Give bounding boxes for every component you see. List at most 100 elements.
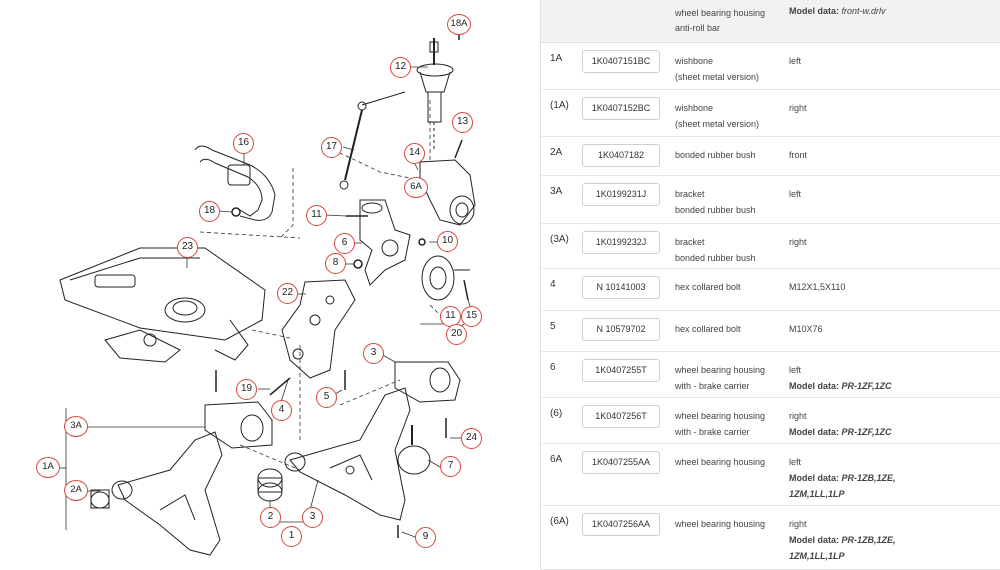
callout-15[interactable]: 15: [461, 306, 482, 327]
model-data-value: PR-1ZB,1ZE,: [841, 535, 896, 545]
table-row[interactable]: 4 N 10141003 hex collared bolt M12X1,5X1…: [541, 269, 1000, 311]
callout-20[interactable]: 20: [446, 324, 467, 345]
callout-5[interactable]: 5: [316, 387, 337, 408]
part-number-button[interactable]: 1K0407152BC: [582, 97, 660, 120]
leader-lines: [60, 66, 473, 538]
table-row[interactable]: 1A 1K0407151BC wishbone (sheet metal ver…: [541, 43, 1000, 90]
desc-line: with - brake carrier: [675, 381, 750, 391]
part-description: bracket bonded rubber bush: [675, 186, 785, 218]
bracket-22-drawing: [281, 279, 356, 379]
note-line: left: [789, 457, 802, 467]
part-number-button[interactable]: 1K0407255T: [582, 359, 660, 382]
position-number: 4: [550, 279, 556, 290]
callout-22[interactable]: 22: [277, 283, 298, 304]
desc-line: wheel bearing housing: [675, 411, 766, 421]
callout-12[interactable]: 12: [390, 57, 411, 78]
table-row[interactable]: (6A) 1K0407256AA wheel bearing housing r…: [541, 506, 1000, 570]
part-number-button[interactable]: 1K0407255AA: [582, 451, 660, 474]
table-row[interactable]: 5 N 10579702 hex collared bolt M10X76: [541, 311, 1000, 352]
callout-9[interactable]: 9: [415, 527, 436, 548]
part-description: wheel bearing housing with - brake carri…: [675, 362, 785, 394]
part-note: left: [789, 186, 994, 202]
bolt-drawings: [215, 28, 469, 538]
callout-2A[interactable]: 2A: [64, 480, 88, 501]
coupling-rod-drawing: [339, 91, 406, 190]
part-note: front: [789, 147, 994, 163]
table-row[interactable]: (1A) 1K0407152BC wishbone (sheet metal v…: [541, 90, 1000, 137]
callout-7[interactable]: 7: [440, 456, 461, 477]
callout-3-upper[interactable]: 3: [363, 343, 384, 364]
table-row[interactable]: 2A 1K0407182 bonded rubber bush front: [541, 137, 1000, 176]
bracket-3a-drawing: [204, 401, 273, 449]
callout-11-upper[interactable]: 11: [306, 205, 327, 226]
callout-19[interactable]: 19: [236, 379, 257, 400]
callout-6[interactable]: 6: [334, 233, 355, 254]
table-row[interactable]: 6 1K0407255T wheel bearing housing with …: [541, 352, 1000, 398]
callout-2[interactable]: 2: [260, 507, 281, 528]
position-number: (6): [550, 408, 563, 419]
callout-3A[interactable]: 3A: [64, 416, 88, 437]
note-model-line: Model data: PR-1ZB,1ZE,: [789, 470, 994, 486]
desc-line: bracket: [675, 189, 705, 199]
callout-4[interactable]: 4: [271, 400, 292, 421]
anti-roll-bar-drawing: [194, 145, 276, 221]
part-number-button[interactable]: 1K0199232J: [582, 231, 660, 254]
callout-18[interactable]: 18: [199, 201, 220, 222]
part-description: hex collared bolt: [675, 279, 785, 295]
parts-diagram[interactable]: 18A 12 17 13 14 16 6A 18 11 10 6 23 8 22…: [0, 0, 540, 570]
part-description: hex collared bolt: [675, 321, 785, 337]
note-model-line: Model data: PR-1ZB,1ZE,: [789, 532, 994, 548]
callout-10[interactable]: 10: [437, 231, 458, 252]
desc-line: bracket: [675, 237, 705, 247]
model-data-label: Model data:: [789, 381, 840, 391]
part-number-button[interactable]: 1K0199231J: [582, 183, 660, 206]
bracket-3-drawing: [394, 361, 461, 403]
callout-24[interactable]: 24: [461, 428, 482, 449]
part-note: M12X1,5X110: [789, 279, 994, 295]
parts-table: wheel bearing housing anti-roll bar Mode…: [540, 0, 1000, 570]
part-description: bonded rubber bush: [675, 147, 785, 163]
bush-2a-drawing: [90, 489, 110, 509]
desc-line: bonded rubber bush: [675, 205, 756, 215]
table-header-row: wheel bearing housing anti-roll bar Mode…: [541, 0, 1000, 43]
note-line: right: [789, 103, 807, 113]
position-number: 2A: [550, 147, 563, 158]
table-row[interactable]: (3A) 1K0199232J bracket bonded rubber bu…: [541, 224, 1000, 269]
callout-14[interactable]: 14: [404, 143, 425, 164]
model-data-value-cont: 1ZM,1LL,1LP: [789, 551, 845, 561]
strut-drawing: [416, 38, 454, 150]
table-row[interactable]: 6A 1K0407255AA wheel bearing housing lef…: [541, 444, 1000, 506]
callout-16[interactable]: 16: [233, 133, 254, 154]
model-data-value: PR-1ZF,1ZC: [841, 381, 892, 391]
table-row[interactable]: 3A 1K0199231J bracket bonded rubber bush…: [541, 176, 1000, 224]
note-line: left: [789, 365, 802, 375]
callout-23[interactable]: 23: [177, 237, 198, 258]
callout-1[interactable]: 1: [281, 526, 302, 547]
part-number-button[interactable]: N 10141003: [582, 276, 660, 299]
part-number-button[interactable]: N 10579702: [582, 318, 660, 341]
note-line: M10X76: [789, 324, 823, 334]
model-data-value-cont: 1ZM,1LL,1LP: [789, 489, 845, 499]
header-desc-line1: wheel bearing housing: [675, 8, 766, 18]
callout-13[interactable]: 13: [452, 112, 473, 133]
position-number: 6A: [550, 454, 563, 465]
callout-3-lower[interactable]: 3: [302, 507, 323, 528]
part-number-button[interactable]: 1K0407256T: [582, 405, 660, 428]
callout-1A[interactable]: 1A: [36, 457, 60, 478]
desc-line: wheel bearing housing: [675, 519, 766, 529]
callout-8[interactable]: 8: [325, 253, 346, 274]
note-line: right: [789, 519, 807, 529]
callout-6A[interactable]: 6A: [404, 177, 428, 198]
position-number: 5: [550, 321, 556, 332]
callout-17[interactable]: 17: [321, 137, 342, 158]
table-row[interactable]: (6) 1K0407256T wheel bearing housing wit…: [541, 398, 1000, 444]
position-number: (6A): [550, 516, 569, 527]
bush-2-drawing: [257, 468, 283, 502]
desc-line: (sheet metal version): [675, 72, 760, 82]
part-number-button[interactable]: 1K0407151BC: [582, 50, 660, 73]
header-model-value: front-w.drlv: [841, 6, 886, 16]
header-description: wheel bearing housing anti-roll bar: [675, 6, 785, 36]
callout-18A[interactable]: 18A: [447, 14, 471, 35]
part-number-button[interactable]: 1K0407182: [582, 144, 660, 167]
part-number-button[interactable]: 1K0407256AA: [582, 513, 660, 536]
